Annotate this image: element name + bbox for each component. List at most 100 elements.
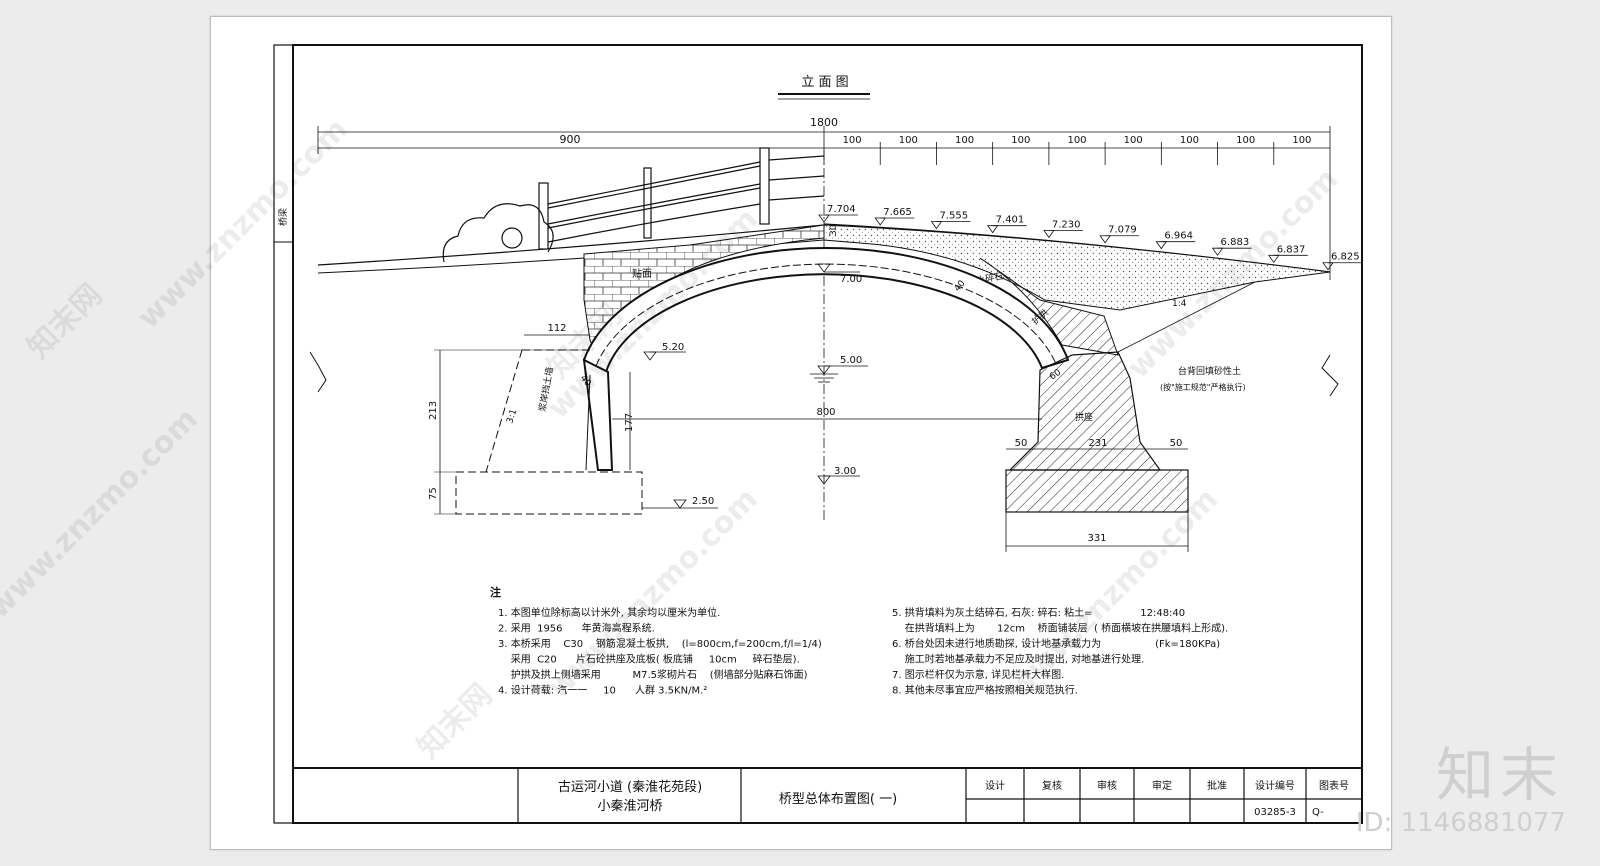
brand-logo: 知末 (1435, 741, 1564, 809)
foundation-marker: 2.50 (642, 496, 718, 509)
title-block-header: 审定 (1152, 779, 1172, 792)
deck-elevation: 6.964 (1164, 231, 1193, 242)
project-name-1: 古运河小道 (秦淮花苑段) (558, 779, 702, 795)
outer-frame (273, 44, 1363, 824)
note-line: 护拱及拱上侧墙采用 M7.5浆砌片石 (侧墙部分贴麻石饰面) (498, 668, 808, 681)
title-block-header: 设计 (985, 779, 1005, 792)
elevation-marker-icon (1322, 262, 1334, 271)
dim-span: 800 (816, 407, 835, 418)
deck-elevation: 6.837 (1277, 244, 1306, 255)
drawing-title: 立 面 图 (801, 75, 848, 90)
elev-river-bed: 3.00 (834, 466, 856, 477)
title-block-header: 设计编号 (1255, 779, 1295, 792)
river-bed-marker: 3.00 (817, 466, 860, 485)
notes-right: 5. 拱背填料为灰土结碎石, 石灰: 碎石: 粘土= 12:48:40 在拱背填… (892, 606, 1228, 697)
watermarks: www.znzmo.com 知末网 www.znzmo.com 知末网 www.… (0, 112, 1345, 766)
note-line: 3. 本桥采用 C30 钢筋混凝土板拱, (l=800cm,f=200cm,f/… (498, 637, 822, 650)
inner-frame (292, 44, 1363, 824)
elev-springing-marker: 5.20 (643, 342, 686, 361)
note-line: 5. 拱背填料为灰土结碎石, 石灰: 碎石: 粘土= 12:48:40 (892, 606, 1185, 619)
dim-segment: 100 (1067, 135, 1086, 146)
watermark-text-cn: 知末网 (21, 277, 109, 365)
note-line: 4. 设计荷载: 汽一一 10 人群 3.5KN/M.² (498, 684, 707, 697)
drawing-name: 桥型总体布置图( 一) (779, 792, 897, 807)
dim-total: 1800 (810, 116, 838, 129)
dim-crown-fill: 30 (829, 224, 839, 236)
left-abutment (582, 358, 614, 471)
left-footing (455, 471, 643, 515)
dim-segment: 100 (1292, 135, 1311, 146)
brand-id: ID: 1146881077 (1355, 808, 1566, 838)
elev-crown: 7.00 (840, 274, 862, 285)
elevation-marker-icon (874, 217, 886, 226)
deck-elevation: 6.825 (1331, 252, 1360, 263)
note-line: 施工时若地基承载力不足应及时提出, 对地基进行处理. (892, 653, 1144, 666)
watermark-text-cn: 知末网 (411, 677, 499, 765)
side-strip-text: 桥梁 (277, 208, 289, 226)
dim-segment: 100 (899, 135, 918, 146)
watermark-text: www.znzmo.com (131, 112, 355, 336)
dim-left-top: 112 (547, 323, 566, 334)
deck-elevation: 7.230 (1052, 219, 1081, 230)
note-line: 8. 其他未尽事宜应严格按照相关规范执行. (892, 684, 1078, 697)
drawing-sheet (210, 16, 1392, 850)
elevation-marker-icon (986, 225, 999, 234)
water-level-marker: 5.00 (810, 355, 868, 383)
note-line: 2. 采用 1956 年黄海高程系统. (498, 622, 655, 635)
elev-crown-marker: 7.00 (817, 263, 862, 285)
watermark-text: www.znzmo.com (0, 402, 205, 626)
elevation-marker-icon (930, 221, 943, 230)
right-footing (1005, 469, 1189, 513)
elev-water: 5.00 (840, 355, 862, 366)
fill-material (823, 224, 1331, 311)
project-name-2: 小秦淮河桥 (597, 799, 662, 814)
label-backfill-1: 台背回填砂性土 (1178, 365, 1241, 377)
dim-segment: 100 (1236, 135, 1255, 146)
label-slope-right: 1:4 (1172, 299, 1187, 309)
label-backfill-2: (按"施工规范"严格执行) (1160, 382, 1246, 392)
title-block (293, 767, 1362, 823)
shrub-icon (442, 203, 554, 263)
dim-left-height: 213 (428, 401, 439, 420)
dim-base-right: 50 (1170, 438, 1183, 449)
deck-elevation: 7.704 (827, 204, 856, 215)
dim-base-left: 50 (1015, 438, 1028, 449)
title-block-header: 审核 (1097, 779, 1117, 792)
title-block-header: 批准 (1207, 779, 1227, 792)
dim-segment: 100 (1180, 135, 1199, 146)
dim-segment: 100 (1011, 135, 1030, 146)
watermark-text: www.znzmo.com (1001, 482, 1225, 706)
left-wall (585, 374, 591, 471)
railing (538, 147, 825, 250)
elevation-marker-icon (1099, 235, 1111, 244)
title-block-header: 图表号 (1319, 779, 1349, 792)
watermark-text: www.znzmo.com (541, 202, 765, 426)
elevation-marker-icon (1211, 247, 1224, 256)
dim-left: 900 (560, 133, 581, 146)
top-segment-dims: 100 100 100 100 100 100 100 100 100 (843, 135, 1311, 165)
dim-abutment-height: 177 (624, 413, 635, 432)
dim-segment: 100 (843, 135, 862, 146)
dim-base-total: 331 (1087, 533, 1106, 544)
right-abutment (1008, 351, 1162, 471)
note-line: 6. 桥台处因未进行地质勘探, 设计地基承载力为 (Fk=180KPa) (892, 637, 1220, 650)
break-line-left (309, 351, 327, 393)
deck-elevation: 7.401 (996, 215, 1025, 226)
elev-foundation: 2.50 (692, 496, 714, 507)
label-slope-left: 3:1 (505, 408, 519, 425)
road-profile (317, 224, 825, 266)
label-abutment: 拱座 (1075, 411, 1093, 423)
break-line-right (1321, 354, 1339, 397)
sheet-number: Q- (1312, 807, 1324, 818)
deck-elevation: 7.555 (939, 211, 968, 222)
note-line: 采用 C20 片石砼拱座及底板( 板底铺 10cm 碎石垫层). (498, 653, 800, 666)
elev-springing: 5.20 (662, 342, 684, 353)
notes-title: 注 (490, 585, 501, 599)
dim-segment: 100 (1124, 135, 1143, 146)
elevation-marker-icon (1043, 230, 1055, 239)
dim-base-mid: 231 (1088, 438, 1107, 449)
deck-elevation: 6.883 (1221, 237, 1250, 248)
dim-segment: 100 (955, 135, 974, 146)
